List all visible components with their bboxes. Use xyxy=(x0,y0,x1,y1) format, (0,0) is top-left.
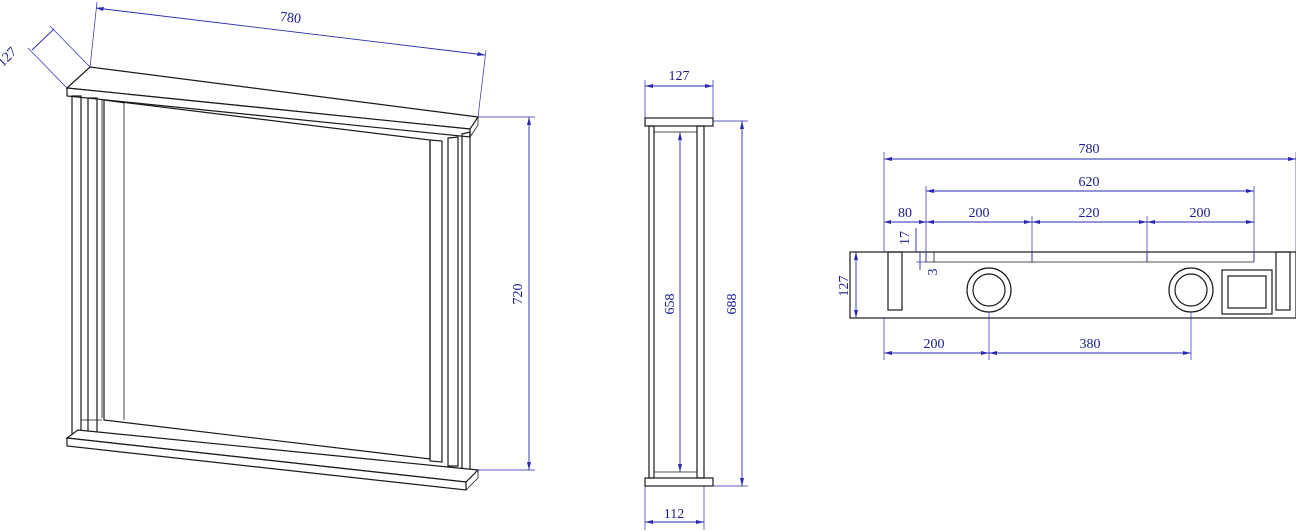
side-outer-height-label: 688 xyxy=(725,294,740,315)
iso-depth-dim-line xyxy=(31,28,55,51)
side-view xyxy=(644,117,714,487)
isometric-cabinet xyxy=(65,66,480,491)
bottom-seg-left-label: 200 xyxy=(969,206,990,221)
bottom-gap-label: 3 xyxy=(926,269,941,276)
bottom-hole-spacing-label: 380 xyxy=(1080,337,1101,352)
iso-right-post-inner xyxy=(461,131,471,473)
bottom-hole-2-inner xyxy=(1174,273,1208,307)
bottom-offset-label: 80 xyxy=(898,206,912,221)
iso-right-post-mid xyxy=(447,136,459,467)
side-depth-bottom-label: 112 xyxy=(664,507,684,522)
bottom-left-slot xyxy=(887,251,903,311)
iso-left-post-inner xyxy=(87,97,98,439)
bottom-dimensions: 780 620 80 200 220 200 17 3 xyxy=(837,142,1296,360)
side-inner-height-label: 658 xyxy=(663,294,678,315)
iso-width-label: 780 xyxy=(279,10,302,27)
iso-height-label: 720 xyxy=(511,284,526,305)
bottom-socket-inner xyxy=(1227,275,1267,309)
iso-depth-label: 127 xyxy=(0,45,20,70)
bottom-view xyxy=(849,251,1296,319)
side-back-board xyxy=(696,125,705,479)
bottom-width-label: 780 xyxy=(1079,142,1100,157)
iso-mirror-panel xyxy=(103,99,431,460)
bottom-hole-1-inner xyxy=(972,273,1006,307)
iso-width-dim-line xyxy=(95,7,486,56)
side-bottom-panel xyxy=(644,477,714,487)
bottom-outline xyxy=(849,251,1296,319)
iso-dimensions: 780 127 720 xyxy=(0,1,535,471)
bottom-depth-label: 127 xyxy=(837,276,852,297)
side-dimensions: 127 658 688 112 xyxy=(644,69,748,530)
bottom-hole1-label: 200 xyxy=(924,337,945,352)
bottom-seg-right-label: 200 xyxy=(1190,206,1211,221)
iso-right-post-outer xyxy=(429,139,443,463)
bottom-socket-outer xyxy=(1221,269,1273,315)
side-depth-top-label: 127 xyxy=(669,69,690,84)
side-front-board xyxy=(648,125,655,479)
iso-bottom-panel-face xyxy=(65,429,480,483)
bottom-seg-mid-label: 220 xyxy=(1079,206,1100,221)
bottom-right-slot xyxy=(1275,251,1291,311)
iso-left-post-outer xyxy=(71,95,82,441)
side-top-panel xyxy=(644,117,714,127)
bottom-lip-label: 17 xyxy=(898,231,913,245)
bottom-span-label: 620 xyxy=(1079,175,1100,190)
